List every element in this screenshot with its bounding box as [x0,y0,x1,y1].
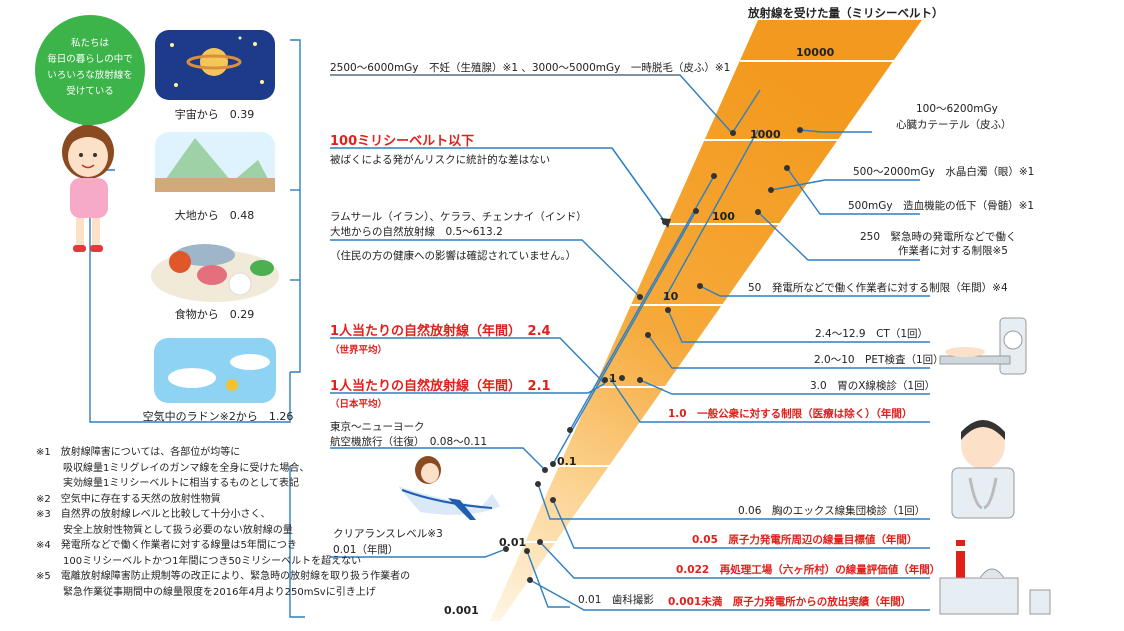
scale-label-10000: 10000 [796,46,835,59]
cardiac-line-1: 100～6200mGy [916,103,998,115]
below-100-desc: 被ばくによる発がんリスクに統計的な差はない [330,154,551,166]
below-100-title: 100ミリシーベルト以下 [330,134,475,149]
land-illustration [155,132,275,192]
note-line: 空気中に存在する天然の放射性物質 [60,493,221,505]
emergency-line-1: 250 緊急時の発電所などで働く [860,231,1017,243]
clearance-line-1: クリアランスレベル※3 [333,528,443,540]
note-line: 電離放射線障害防止規制等の改正により、緊急時の放射線を取り扱う作業者の [60,571,411,582]
nuclear-plant-illustration [939,540,1051,615]
clearance-line-2: 0.01（年間） [333,544,399,556]
stomach-xray-text: 3.0 胃のX線検診（1回） [810,380,936,392]
scale-label-10: 10 [663,290,679,303]
dose-beam [490,20,922,621]
airplane-illustration [398,456,500,520]
leader-lines [89,39,930,618]
source-radon-label: 空気中のラドン※2から 1.26 [142,410,294,423]
bubble-line: 私たちは [70,38,109,49]
note-mark: ※4 [36,540,51,551]
sterility-text: 2500～6000mGy 不妊（生殖腺）※1 、3000～5000mGy 一時脱… [330,62,731,74]
flight-line-2: 航空機旅行（往復） 0.08～0.11 [330,436,488,448]
world-average-title: 1人当たりの自然放射線（年間） 2.4 [330,324,551,339]
scale-label-0.1: 0.1 [557,455,577,468]
note-mark: ※2 [36,493,51,505]
radon-illustration [154,338,276,403]
ct-text: 2.4～12.9 CT（1回） [815,328,929,340]
ruler-title: 放射線を受けた量（ミリシーベルト） [748,6,944,20]
food-illustration [151,244,279,302]
ct-scanner-illustration [939,317,1027,375]
source-food-label: 食物から 0.29 [174,308,255,321]
ramsar-line-2: 大地からの自然放射線 0.5～613.2 [330,226,503,238]
speech-bubble-shape [35,15,145,125]
note-line: 100ミリシーベルトかつ1年間につき50ミリシーベルトを超えない [63,555,362,567]
japan-average-title: 1人当たりの自然放射線（年間） 2.1 [330,379,551,394]
source-land-label: 大地から 0.48 [174,209,255,222]
bubble-line: いろいろな放射線を [47,70,133,81]
note-mark: ※1 [36,447,51,458]
emergency-line-2: 作業者に対する制限※5 [898,245,1008,257]
scale-label-1000: 1000 [750,128,781,141]
pet-text: 2.0～10 PET検査（1回） [814,354,944,366]
rokkasho-text: 0.022 再処理工場（六ヶ所村）の線量評価値（年間） [676,564,941,576]
ramsar-line-3: （住民の方の健康への影響は確認されていません。） [330,250,577,262]
worker-limit-text: 50 発電所などで働く作業者に対する制限（年間）※4 [748,282,1008,294]
cardiac-line-2: 心臓カテーテル（皮ふ） [896,119,1012,131]
cataract-text: 500～2000mGy 水晶白濁（眼）※1 [853,166,1035,178]
girl-illustration [62,125,114,252]
dental-text: 0.01 歯科撮影 [578,594,654,606]
beam-dots [503,127,803,583]
marrow-text: 500mGy 造血機能の低下（骨髄）※1 [848,200,1035,212]
footnotes: ※1 放射線障害については、各部位が均等に 吸収線量1ミリグレイのガンマ線を全身… [36,445,410,600]
flight-line-1: 東京～ニューヨーク [330,421,425,433]
world-average-sub: （世界平均） [330,345,388,356]
space-illustration [155,30,275,100]
note-line: 自然界の放射線レベルと比較して十分小さく、 [60,509,271,520]
note-line: 発電所などで働く作業者に対する線量は5年間につき [60,540,297,551]
scale-label-100: 100 [712,210,735,223]
note-line: 緊急作業従事期間中の線量限度を2016年4月より250mSvに引き上げ [63,586,376,598]
bubble-line: 毎日の暮らしの中で [47,54,133,65]
note-mark: ※5 [36,571,51,582]
scale-label-0.001: 0.001 [444,604,479,617]
scale-label-1: 1 [609,372,617,385]
npp-release-text: 0.001未満 原子力発電所からの放出実績（年間） [668,596,912,608]
scale-label-0.01: 0.01 [499,536,527,549]
note-line: 吸収線量1ミリグレイのガンマ線を全身に受けた場合、 [63,462,310,474]
npp-target-text: 0.05 原子力発電所周辺の線量目標値（年間） [692,534,918,546]
note-line: 放射線障害については、各部位が均等に [60,447,241,458]
ramsar-line-1: ラムサール（イラン）、ケララ、チェンナイ（インド） [330,211,587,223]
note-line: 実効線量1ミリシーベルトに相当するものとして表記 [63,478,300,489]
xray-man-illustration [951,420,1015,519]
japan-average-sub: （日本平均） [330,399,388,410]
source-space-label: 宇宙から 0.39 [174,108,255,121]
public-limit-text: 1.0 一般公衆に対する制限（医療は除く）（年間） [668,408,913,420]
note-line: 安全上放射性物質として扱う必要のない放射線の量 [63,524,293,536]
speech-bubble-text: 私たちは 毎日の暮らしの中で いろいろな放射線を 受けている [40,36,140,100]
chest-xray-text: 0.06 胸のエックス線集団検診（1回） [738,505,926,517]
note-mark: ※3 [36,509,51,520]
bubble-line: 受けている [66,86,114,97]
